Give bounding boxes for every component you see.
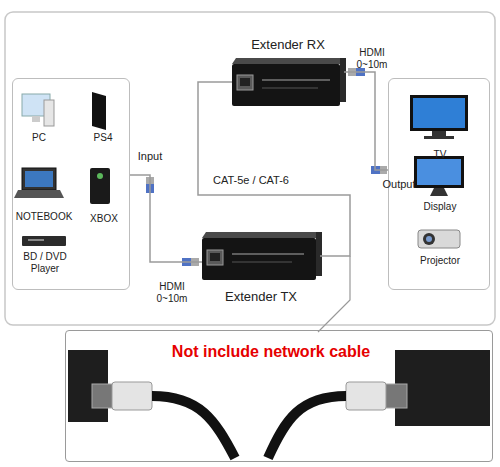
node-label: BD / DVD Player	[15, 251, 75, 274]
connector-label: Input	[128, 150, 172, 163]
node-label: TV	[389, 149, 491, 161]
node-heading: Extender TX	[194, 290, 328, 305]
node-heading: Extender RX	[218, 38, 358, 53]
cable-connector	[344, 72, 388, 170]
node-label: Projector	[389, 255, 491, 267]
connector-label: CAT-5e / CAT-6	[196, 174, 306, 187]
extender-tx: Extender TX	[202, 232, 320, 280]
extender-tx-device	[202, 232, 322, 280]
connector-label: Output	[376, 178, 422, 191]
inset-photos	[68, 350, 490, 458]
leader-line	[318, 256, 350, 332]
extender-rx-device	[232, 58, 346, 106]
node-label: PS4	[83, 132, 123, 144]
outer-frame	[5, 12, 495, 325]
node-label: PC	[19, 132, 59, 144]
cable-connector	[130, 175, 202, 262]
cable-connector	[198, 82, 350, 256]
cable-length-label: HDMI 0~10m	[150, 281, 194, 304]
source-panel: PC PS4NOTEBOOK XBOX BD / DVD Player	[12, 78, 130, 290]
cable-inset: Not include network cable	[65, 330, 493, 462]
node-heading: Not include network cable	[126, 343, 416, 361]
node-label: XBOX	[79, 213, 129, 225]
cable-length-label: HDMI 0~10m	[350, 47, 394, 70]
hdmi-plugs	[146, 68, 387, 266]
node-label: Display	[389, 201, 491, 213]
display-icons	[410, 95, 468, 248]
node-label: NOTEBOOK	[13, 211, 75, 223]
extender-rx: Extender RX	[232, 58, 344, 106]
